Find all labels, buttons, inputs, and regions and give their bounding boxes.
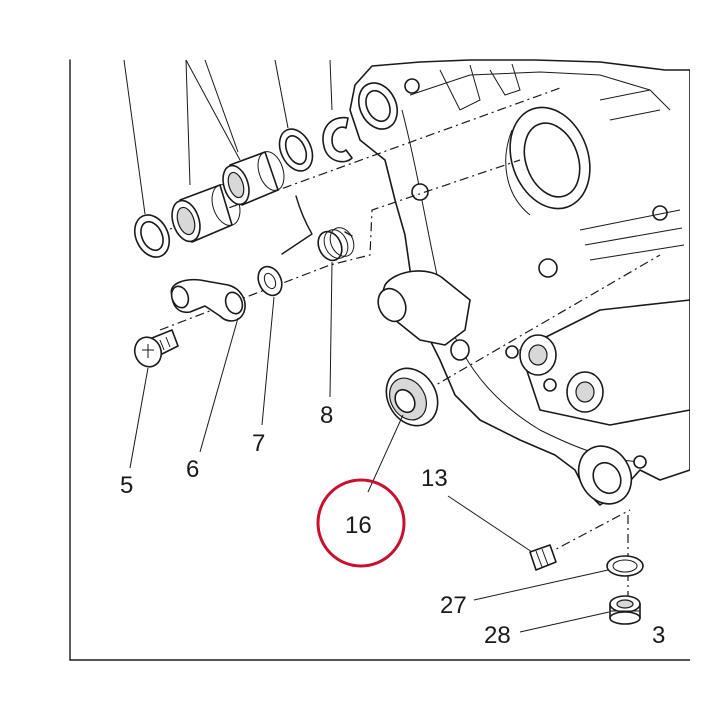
leader-7 [261,296,275,426]
washer [257,265,283,297]
callout-8[interactable]: 8 [320,402,333,429]
needle-bearing-right [222,151,285,206]
leader-16 [367,414,404,493]
callout-13[interactable]: 13 [421,465,448,492]
grub-screw [529,544,557,571]
leader-top-1 [123,59,146,215]
torsion-spring [281,195,355,262]
leader-5 [129,367,149,469]
drain-plug [609,595,641,625]
axis-line-upper [139,87,561,241]
leader-6 [199,317,239,453]
right-edge-mask [690,0,720,720]
callout-6[interactable]: 6 [186,456,199,483]
needle-bearing-left [171,184,241,243]
crankcase-housing [349,59,691,506]
leader-top-4 [204,59,239,153]
callout-16[interactable]: 16 [345,512,372,539]
leader-top-2 [185,59,191,186]
callout-edge-cut: 3 [652,622,665,649]
leader-27 [473,569,609,601]
leader-8 [329,261,333,398]
highlight-circle [316,478,406,568]
leader-top-6 [329,59,333,111]
circlip-right [322,116,353,163]
callout-27[interactable]: 27 [440,592,467,619]
leader-top-5 [274,59,289,129]
callout-7[interactable]: 7 [252,430,265,457]
axis-line-plug [544,509,631,556]
leader-13 [447,495,533,553]
callout-5[interactable]: 5 [120,472,133,499]
o-ring [606,555,644,577]
socket-screw [133,329,179,368]
oil-seal [385,367,439,427]
callout-28[interactable]: 28 [484,622,511,649]
leader-top-3 [185,59,241,161]
snap-ring-left [133,214,171,258]
leader-28 [519,611,610,633]
snap-ring-middle [278,128,314,172]
lever-arm [170,278,246,322]
bushing-right [357,82,399,130]
